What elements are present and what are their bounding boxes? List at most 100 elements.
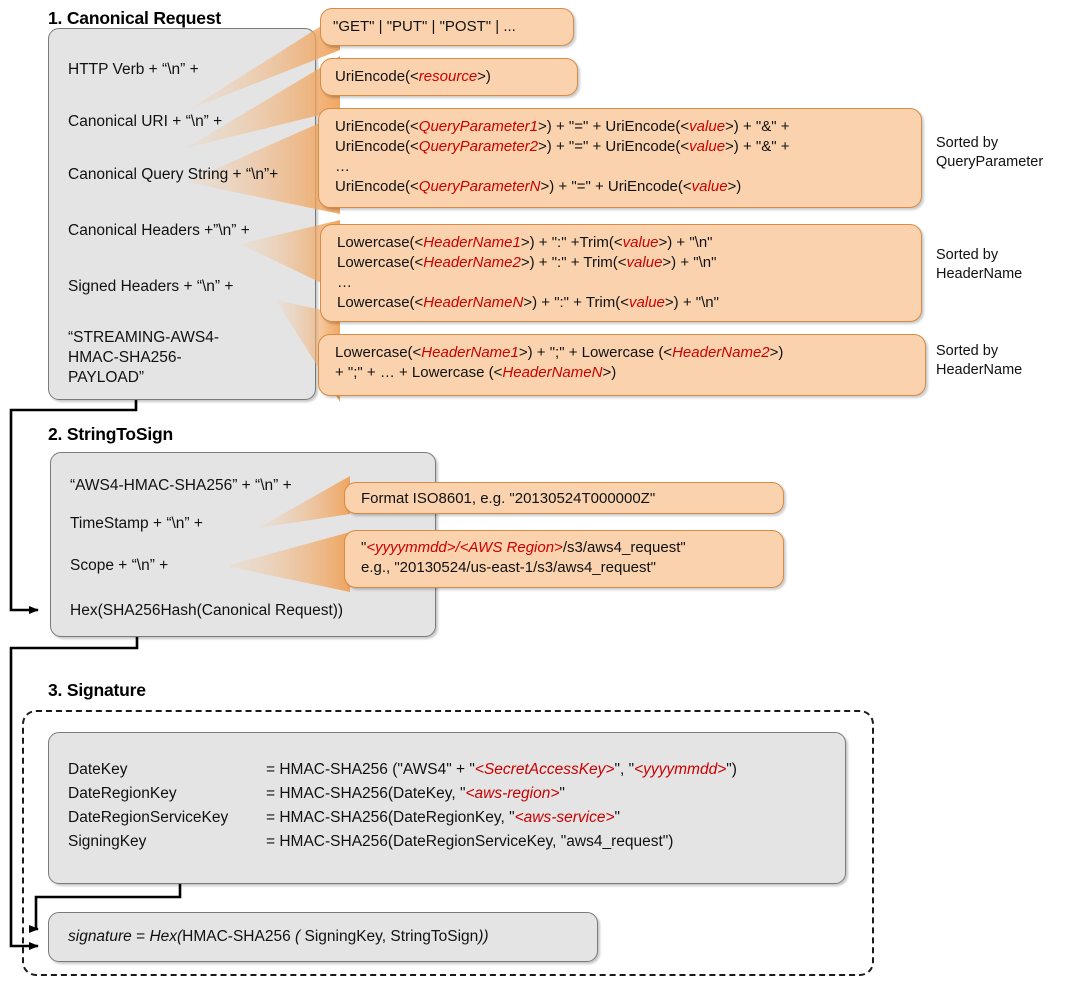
signature-formula: signature = Hex(HMAC-SHA256 ( SigningKey…	[68, 928, 489, 946]
emphasis-token: signature	[68, 928, 132, 945]
canonical-uri-callout: UriEncode(<resource>)	[320, 58, 578, 96]
callout-line: "<yyyymmdd>/<AWS Region>/s3/aws4_request…	[361, 538, 767, 558]
sts-line-scope: Scope + “\n” +	[70, 557, 169, 574]
text-token: = HMAC-SHA256(DateRegionKey, "	[266, 809, 515, 826]
scope-callout: "<yyyymmdd>/<AWS Region>/s3/aws4_request…	[344, 530, 784, 588]
callout-line: UriEncode(<resource>)	[335, 67, 563, 87]
text-token: ", "	[614, 761, 635, 778]
text-token: = HMAC-SHA256(DateRegionServiceKey, "aws…	[266, 833, 674, 850]
text-token: >) + ":" +Trim(<	[520, 234, 623, 251]
section-title-signature: 3. Signature	[48, 680, 146, 700]
placeholder-token: value	[689, 138, 726, 155]
text-token: …	[337, 274, 352, 291]
placeholder-token: HeaderName1	[421, 344, 519, 361]
cr-line-canonical-query-string: Canonical Query String + “\n”+	[68, 166, 279, 183]
signing-key-name: DateRegionKey	[68, 785, 177, 802]
text-token: HMAC-SHA256	[182, 928, 296, 945]
placeholder-token: QueryParameter2	[418, 138, 539, 155]
callout-line: UriEncode(<QueryParameter1>) + "=" + Uri…	[335, 117, 905, 137]
text-token: >)	[769, 344, 784, 361]
text-token: >) + ":" + Trim(<	[520, 254, 627, 271]
note-sorted-headername-1: Sorted by HeaderName	[936, 247, 1023, 282]
text-token: >) + "&" +	[725, 118, 790, 135]
signing-key-name: SigningKey	[68, 833, 147, 850]
callout-line: …	[337, 273, 905, 293]
cr-line-canonical-headers: Canonical Headers +”\n” +	[68, 222, 250, 239]
text-token: >) + "\n"	[664, 294, 719, 311]
signing-key-row: DateRegionServiceKey = HMAC-SHA256(DateRe…	[68, 806, 737, 830]
signing-key-expression: = HMAC-SHA256(DateRegionServiceKey, "aws…	[266, 830, 673, 854]
callout-line: + ";" + … + Lowercase (<HeaderNameN>)	[335, 363, 909, 383]
signing-key-name: DateRegionServiceKey	[68, 809, 229, 826]
callout-tails-section1	[186, 14, 340, 402]
text-token: "	[559, 785, 565, 802]
text-token: Lowercase(<	[337, 294, 424, 311]
cr-line-http-verb: HTTP Verb + “\n” +	[68, 61, 199, 78]
section-title-canonical-request: 1. Canonical Request	[48, 8, 221, 28]
callout-line: e.g., "20130524/us-east-1/s3/aws4_reques…	[361, 558, 767, 578]
section-title-string-to-sign: 2. StringToSign	[48, 424, 174, 444]
callout-line: Format ISO8601, e.g. "20130524T000000Z"	[361, 489, 767, 509]
text-token: = HMAC-SHA256 ("AWS4" + "	[266, 761, 475, 778]
callout-line: Lowercase(<HeaderName1>) + ":" +Trim(<va…	[337, 233, 905, 253]
text-token: "GET" | "PUT" | "POST" | ...	[333, 18, 516, 35]
cr-line-signed-headers: Signed Headers + “\n” +	[68, 278, 234, 295]
callout-line: UriEncode(<QueryParameter2>) + "=" + Uri…	[335, 137, 905, 157]
placeholder-token: <aws-region>	[465, 785, 560, 802]
text-token: ")	[726, 761, 737, 778]
text-token: >)	[727, 178, 742, 195]
signing-key-table: DateKey= HMAC-SHA256 ("AWS4" + "<SecretA…	[68, 758, 737, 854]
placeholder-token: value	[626, 254, 663, 271]
signing-key-expression: = HMAC-SHA256(DateKey, "<aws-region>"	[266, 782, 565, 806]
http-verb-callout: "GET" | "PUT" | "POST" | ...	[320, 8, 574, 46]
text-token: >)	[477, 68, 491, 85]
text-token: Format ISO8601, e.g. "20130524T000000Z"	[361, 490, 656, 507]
placeholder-token: <yyyymmdd>	[634, 761, 727, 778]
text-token: >) + ";" + Lowercase (<	[518, 344, 673, 361]
text-token: /s3/aws4_request"	[562, 539, 686, 556]
text-token: = HMAC-SHA256(DateKey, "	[266, 785, 466, 802]
callout-line: Lowercase(<HeaderName1>) + ";" + Lowerca…	[335, 343, 909, 363]
signing-key-row: SigningKey = HMAC-SHA256(DateRegionServic…	[68, 830, 737, 854]
callout-line: …	[335, 157, 905, 177]
placeholder-token: value	[691, 178, 728, 195]
text-token: UriEncode(<	[335, 68, 419, 85]
callout-line: Lowercase(<HeaderName2>) + ":" + Trim(<v…	[337, 253, 905, 273]
emphasis-token: ))	[478, 928, 489, 945]
text-token: UriEncode(<	[335, 138, 419, 155]
signing-key-expression: = HMAC-SHA256 ("AWS4" + "<SecretAccessKe…	[266, 758, 737, 782]
text-token: >) + "=" + UriEncode(<	[538, 138, 690, 155]
sts-line-algorithm: “AWS4-HMAC-SHA256” + “\n” +	[70, 477, 292, 494]
text-token: >) + "&" +	[725, 138, 790, 155]
text-token: >) + ":" + Trim(<	[523, 294, 630, 311]
placeholder-token: QueryParameterN	[418, 178, 541, 195]
placeholder-token: HeaderName2	[672, 344, 770, 361]
placeholder-token: resource	[418, 68, 478, 85]
note-sorted-headername-2: Sorted by HeaderName	[936, 343, 1023, 378]
text-token: "	[361, 539, 367, 556]
placeholder-token: <aws-service>	[514, 809, 615, 826]
text-token: Lowercase(<	[337, 254, 424, 271]
canonical-headers-callout: Lowercase(<HeaderName1>) + ":" +Trim(<va…	[320, 224, 922, 322]
placeholder-token: HeaderNameN	[502, 364, 603, 381]
text-token: =	[131, 928, 150, 945]
text-token: SigningKey, StringToSign	[300, 928, 479, 945]
placeholder-token: value	[622, 234, 659, 251]
timestamp-callout: Format ISO8601, e.g. "20130524T000000Z"	[344, 482, 784, 514]
placeholder-token: <SecretAccessKey>	[474, 761, 615, 778]
text-token: >)	[602, 364, 617, 381]
callout-line: Lowercase(<HeaderNameN>) + ":" + Trim(<v…	[337, 293, 905, 313]
placeholder-token: value	[629, 294, 665, 311]
placeholder-token: HeaderName2	[423, 254, 521, 271]
note-sorted-queryparameter: Sorted by QueryParameter	[936, 135, 1044, 170]
text-token: "	[614, 809, 621, 826]
text-token: >) + "\n"	[662, 254, 717, 271]
text-token: Lowercase(<	[337, 234, 424, 251]
sts-line-hashed-canonical-request: Hex(SHA256Hash(Canonical Request))	[70, 602, 344, 619]
cr-line-streaming-payload: “STREAMING-AWS4-HMAC-SHA256-PAYLOAD”	[68, 329, 219, 386]
signing-key-row: DateKey= HMAC-SHA256 ("AWS4" + "<SecretA…	[68, 758, 737, 782]
callout-line: UriEncode(<QueryParameterN>) + "=" + Uri…	[335, 177, 905, 197]
emphasis-token: Hex(	[149, 928, 183, 945]
callout-tails-section2	[230, 476, 350, 592]
callout-line: "GET" | "PUT" | "POST" | ...	[333, 17, 561, 37]
